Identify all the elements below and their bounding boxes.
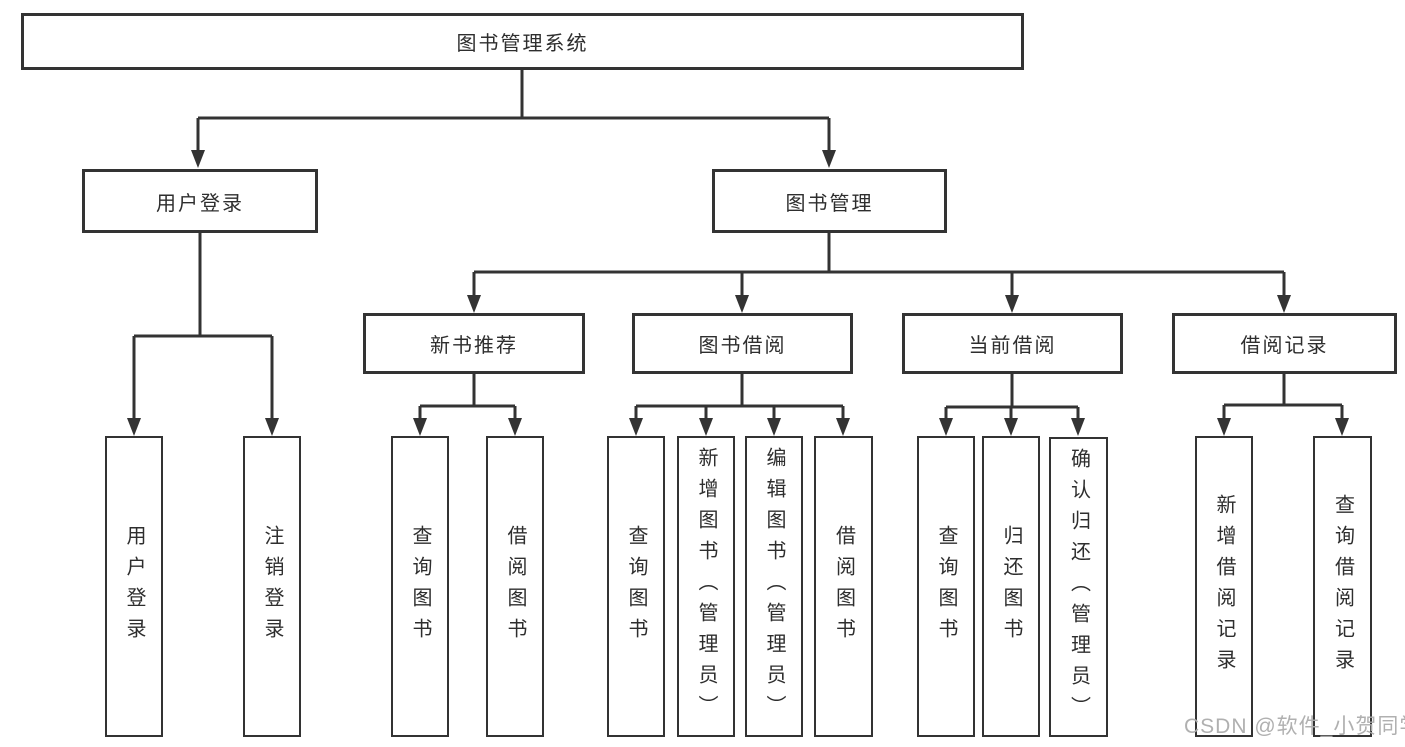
leaf-query-borrow-record: 查询借阅记录 <box>1313 436 1372 737</box>
arrowhead <box>1071 418 1085 436</box>
connector-user-login-to-leaves <box>132 233 274 418</box>
leaf-query-books-current: 查询图书 <box>917 436 975 737</box>
connector-book-borrow-to-leaves <box>634 374 845 419</box>
connector-root-to-level2 <box>196 70 831 150</box>
node-current-borrow: 当前借阅 <box>902 313 1123 374</box>
leaf-borrow-books-borrow: 借阅图书 <box>814 436 873 737</box>
leaf-confirm-return-admin: 确认归还（管理员） <box>1049 437 1108 737</box>
arrowhead <box>629 418 643 436</box>
arrowhead <box>767 418 781 436</box>
arrowhead <box>1217 418 1231 436</box>
arrowhead <box>467 295 481 313</box>
arrowhead <box>699 418 713 436</box>
leaf-query-books-borrow: 查询图书 <box>607 436 665 737</box>
arrowhead <box>735 295 749 313</box>
arrowhead <box>1005 295 1019 313</box>
arrowhead <box>413 418 427 436</box>
connector-current-borrow-to-leaves <box>944 374 1080 419</box>
leaf-add-books-admin: 新增图书（管理员） <box>677 436 735 737</box>
node-book-management: 图书管理 <box>712 169 947 233</box>
leaf-query-books-recommend: 查询图书 <box>391 436 449 737</box>
connector-book-management-to-level3 <box>472 233 1286 295</box>
node-root: 图书管理系统 <box>21 13 1024 70</box>
arrowhead <box>836 418 850 436</box>
leaf-return-books: 归还图书 <box>982 436 1040 737</box>
arrowhead <box>508 418 522 436</box>
leaf-user-login: 用户登录 <box>105 436 163 737</box>
arrowhead <box>939 418 953 436</box>
connector-new-book-recommend-to-leaves <box>418 374 517 419</box>
arrowhead <box>822 150 836 168</box>
arrowheads <box>127 150 1349 436</box>
arrowhead <box>127 418 141 436</box>
node-borrow-records: 借阅记录 <box>1172 313 1397 374</box>
arrowhead <box>1004 418 1018 436</box>
connector-borrow-records-to-leaves <box>1222 374 1344 419</box>
leaf-logout: 注销登录 <box>243 436 301 737</box>
node-new-book-recommend: 新书推荐 <box>363 313 585 374</box>
node-book-borrow: 图书借阅 <box>632 313 853 374</box>
arrowhead <box>1277 295 1291 313</box>
csdn-watermark: CSDN @软件_小贺同学 <box>1184 715 1405 738</box>
node-user-login: 用户登录 <box>82 169 318 233</box>
leaf-edit-books-admin: 编辑图书（管理员） <box>745 436 803 737</box>
leaf-borrow-books-recommend: 借阅图书 <box>486 436 544 737</box>
arrowhead <box>265 418 279 436</box>
leaf-add-borrow-record: 新增借阅记录 <box>1195 436 1253 737</box>
arrowhead <box>1335 418 1349 436</box>
arrowhead <box>191 150 205 168</box>
